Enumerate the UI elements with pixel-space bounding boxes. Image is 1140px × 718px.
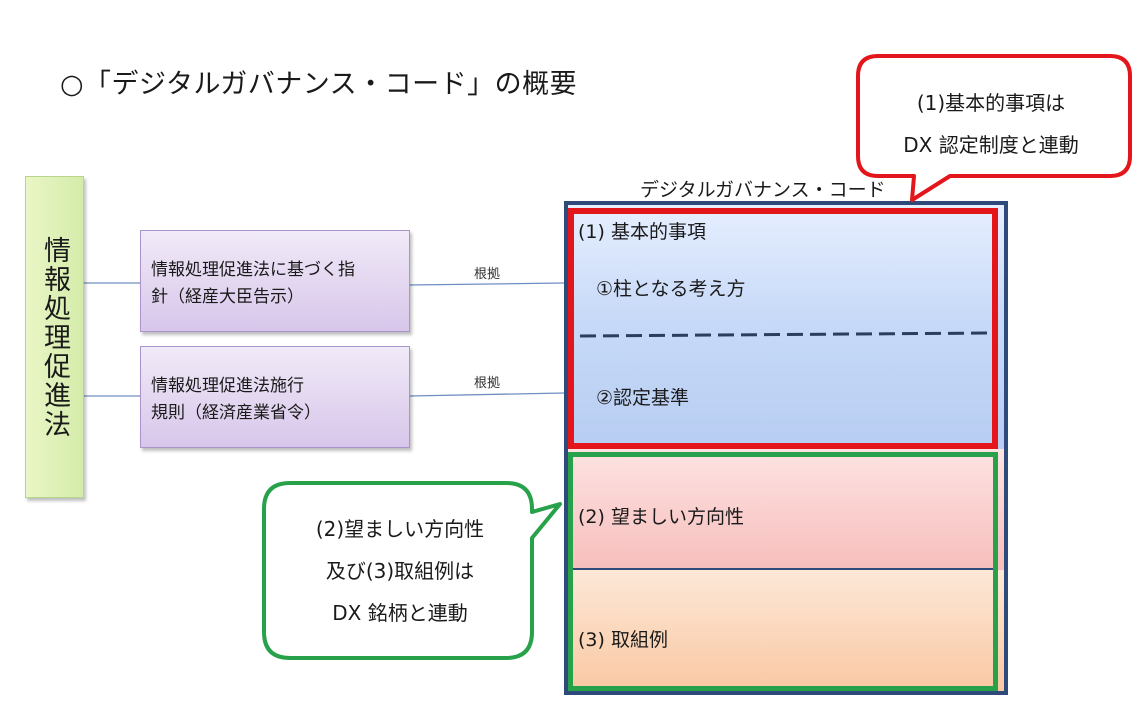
red-callout-text: (1)基本的事項は DX 認定制度と連動 xyxy=(868,82,1114,166)
guideline-line: 情報処理促進法に基づく指 xyxy=(151,260,355,280)
section-examples xyxy=(568,570,1004,691)
connector-guideline2-code xyxy=(409,392,565,397)
callout-line: (2)望ましい方向性 xyxy=(315,517,485,541)
page-title: ○「デジタルガバナンス・コード」の概要 xyxy=(60,69,578,100)
red-callout-bubble xyxy=(856,54,1132,202)
callout-line: DX 認定制度と連動 xyxy=(903,133,1079,157)
desired-direction-label: (2) 望ましい方向性 xyxy=(578,506,744,528)
guideline-line: 規則（経済産業省令） xyxy=(151,403,321,423)
dashed-divider xyxy=(579,331,995,338)
section-basic-matters xyxy=(568,205,1004,449)
pillar-label: ①柱となる考え方 xyxy=(596,278,746,300)
basic-matters-label: (1) 基本的事項 xyxy=(578,221,706,243)
law-label: 情報処理促進法 xyxy=(39,235,70,439)
code-title: デジタルガバナンス・コード xyxy=(640,179,886,201)
code-frame xyxy=(564,201,1008,695)
callout-line: DX 銘柄と連動 xyxy=(332,601,468,625)
guideline-line: 情報処理促進法施行 xyxy=(151,376,304,396)
criteria-label: ②認定基準 xyxy=(596,387,690,409)
guideline-box-ministerial-notice: 情報処理促進法に基づく指 針（経産大臣告示） xyxy=(140,230,410,332)
green-callout-bubble xyxy=(262,481,562,660)
direction-examples-highlight-frame xyxy=(568,452,998,691)
basic-matters-highlight-frame xyxy=(568,208,998,449)
relation-label: 根拠 xyxy=(474,376,501,391)
callout-line: 及び(3)取組例は xyxy=(325,559,475,583)
section-divider xyxy=(573,568,993,570)
callout-line: (1)基本的事項は xyxy=(916,91,1066,115)
guideline-line: 針（経産大臣告示） xyxy=(151,287,304,307)
relation-label: 根拠 xyxy=(474,267,501,282)
section-desired-direction xyxy=(568,449,1004,570)
guideline-box-ministerial-ordinance: 情報処理促進法施行 規則（経済産業省令） xyxy=(140,346,410,448)
connector-guideline1-code xyxy=(409,282,565,286)
examples-label: (3) 取組例 xyxy=(578,629,668,651)
green-callout-text: (2)望ましい方向性 及び(3)取組例は DX 銘柄と連動 xyxy=(265,508,535,634)
law-box: 情報処理促進法 xyxy=(25,176,84,498)
